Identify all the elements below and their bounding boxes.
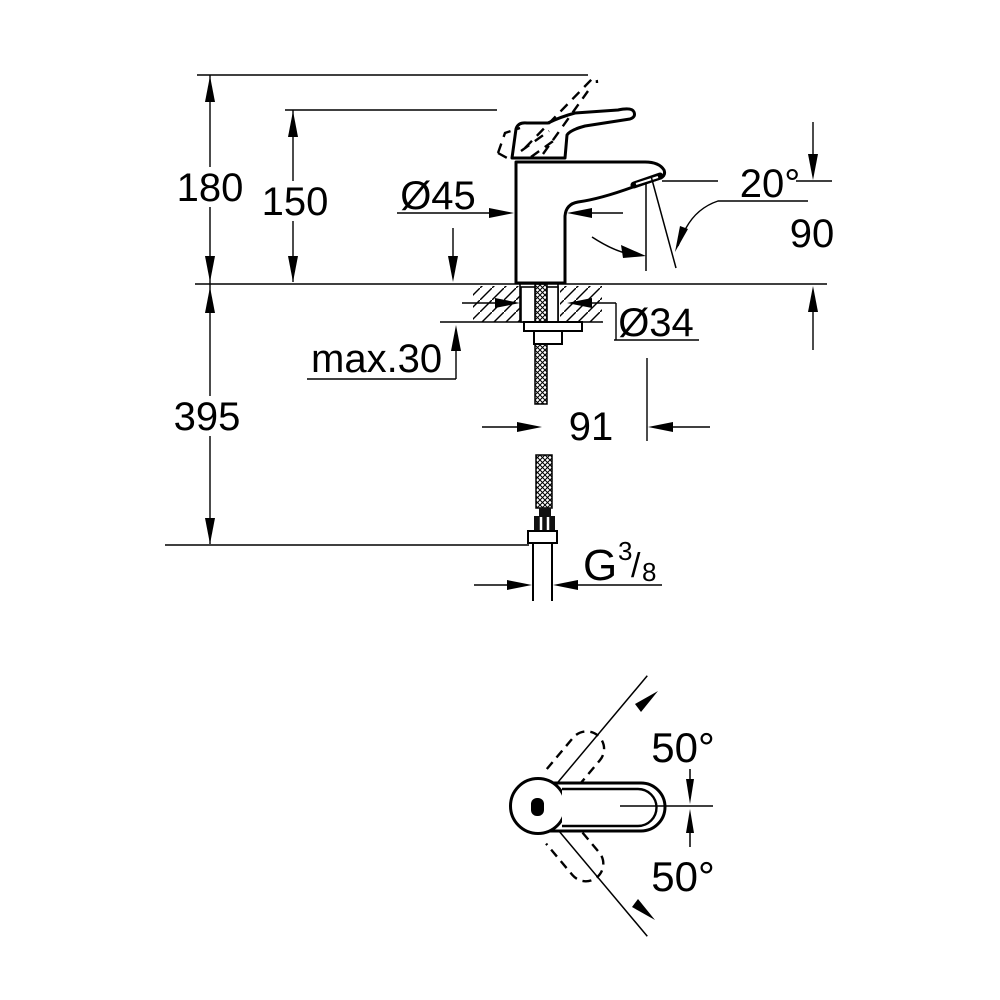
handle-top-view bbox=[509, 777, 667, 835]
lever-raised-dashed bbox=[496, 76, 599, 161]
swing-upper-label: 50° bbox=[651, 724, 715, 771]
plan-labels: 50° 50° bbox=[651, 724, 715, 900]
lever-dashed-lower bbox=[545, 820, 605, 883]
tick-arrow-up bbox=[686, 809, 694, 833]
hose-crimp bbox=[539, 508, 551, 516]
swing-lower-group bbox=[545, 820, 648, 937]
dim-dia45-label: Ø45 bbox=[400, 174, 476, 218]
dim-180-label: 180 bbox=[177, 166, 244, 210]
leader-max30 bbox=[307, 351, 457, 380]
arrow-150-top bbox=[288, 111, 298, 137]
swing-axis-upper bbox=[556, 675, 648, 785]
mounting-nut bbox=[533, 330, 563, 345]
arrow-90-up bbox=[808, 286, 818, 312]
arrow-180-top bbox=[205, 76, 215, 102]
arrow-91-right bbox=[648, 422, 673, 432]
swing-arrow-lower bbox=[632, 899, 655, 920]
braided-hose bbox=[535, 454, 553, 509]
swing-upper-group bbox=[545, 675, 648, 793]
dim-90-label: 90 bbox=[790, 212, 835, 256]
dimension-labels: 180 150 395 Ø45 20° 90 Ø34 max.30 91 G 3… bbox=[170, 162, 834, 590]
handle-inner-stadium bbox=[562, 787, 658, 828]
thread-numerator: 3 bbox=[618, 536, 632, 566]
arrow-dia45-right bbox=[567, 208, 592, 218]
dim-20deg-label: 20° bbox=[740, 162, 801, 206]
raised-lever-line-2 bbox=[542, 90, 589, 155]
dim-395-label: 395 bbox=[174, 395, 241, 439]
arrow-g38-right bbox=[553, 580, 578, 590]
handle-front-mark bbox=[531, 798, 544, 816]
lever-outline bbox=[510, 107, 636, 160]
dim-91-label: 91 bbox=[569, 405, 614, 449]
lever-handle bbox=[510, 107, 636, 160]
raised-lever-line-1 bbox=[524, 76, 599, 149]
ferrule-slits bbox=[539, 517, 550, 530]
arrow-395-bottom bbox=[205, 518, 215, 544]
arrow-395-top bbox=[205, 287, 215, 313]
arrow-91-left bbox=[517, 422, 542, 432]
deck-hatch-right bbox=[560, 286, 602, 322]
countertop-section bbox=[440, 284, 603, 323]
lever-dashed-upper bbox=[545, 730, 606, 793]
hose-ferrule bbox=[534, 516, 555, 531]
arrow-stream-arc bbox=[621, 245, 646, 258]
flex-supply-hose bbox=[527, 454, 558, 601]
arrow-max30-up bbox=[451, 325, 461, 351]
dim-max30-label: max.30 bbox=[311, 337, 442, 381]
label-bg-180 bbox=[173, 167, 247, 207]
swing-arrow-upper bbox=[635, 691, 658, 712]
side-view: 180 150 395 Ø45 20° 90 Ø34 max.30 91 G 3… bbox=[165, 74, 834, 601]
deck-hatch-left bbox=[473, 286, 520, 322]
horseshoe-washer bbox=[523, 321, 583, 332]
water-stream-lines bbox=[591, 175, 677, 271]
raised-knob-dashes bbox=[496, 126, 557, 161]
thread-g: G bbox=[583, 541, 617, 590]
arrow-g38-left bbox=[507, 580, 532, 590]
thread-slash: / bbox=[631, 547, 641, 585]
faucet-body bbox=[514, 160, 667, 285]
label-bg-395 bbox=[170, 396, 244, 436]
dim-91 bbox=[482, 358, 710, 441]
plan-view: 50° 50° bbox=[509, 675, 715, 937]
thread-denominator: 8 bbox=[642, 557, 656, 587]
swing-lower-label: 50° bbox=[651, 853, 715, 900]
shank-sleeve-left bbox=[520, 286, 536, 323]
dimension-arrowheads bbox=[205, 76, 818, 590]
supply-tube bbox=[532, 543, 553, 601]
label-bg-150 bbox=[258, 181, 332, 221]
arrow-150-bottom bbox=[288, 256, 298, 282]
angle-reference bbox=[620, 691, 713, 920]
stream-angled-20 bbox=[650, 175, 677, 269]
connector-nut bbox=[527, 530, 558, 544]
arrow-20deg-leader bbox=[675, 226, 688, 252]
dim-dia34-label: Ø34 bbox=[618, 301, 694, 345]
arrow-180-bottom bbox=[205, 256, 215, 282]
leader-20deg bbox=[677, 200, 808, 247]
mounting-shank bbox=[520, 283, 583, 405]
arrow-90-down bbox=[808, 154, 818, 180]
stream-arc-arrow bbox=[591, 236, 638, 256]
arrow-dia45-left bbox=[489, 208, 514, 218]
shank-sleeve-right bbox=[546, 286, 559, 323]
tick-arrow-down bbox=[686, 779, 694, 804]
thread-label-g38: G 3 / 8 bbox=[583, 536, 656, 590]
swing-axis-lower bbox=[556, 827, 648, 937]
arrow-deck-top bbox=[448, 256, 458, 282]
aerator-core bbox=[635, 176, 659, 185]
dim-150-label: 150 bbox=[262, 180, 329, 224]
